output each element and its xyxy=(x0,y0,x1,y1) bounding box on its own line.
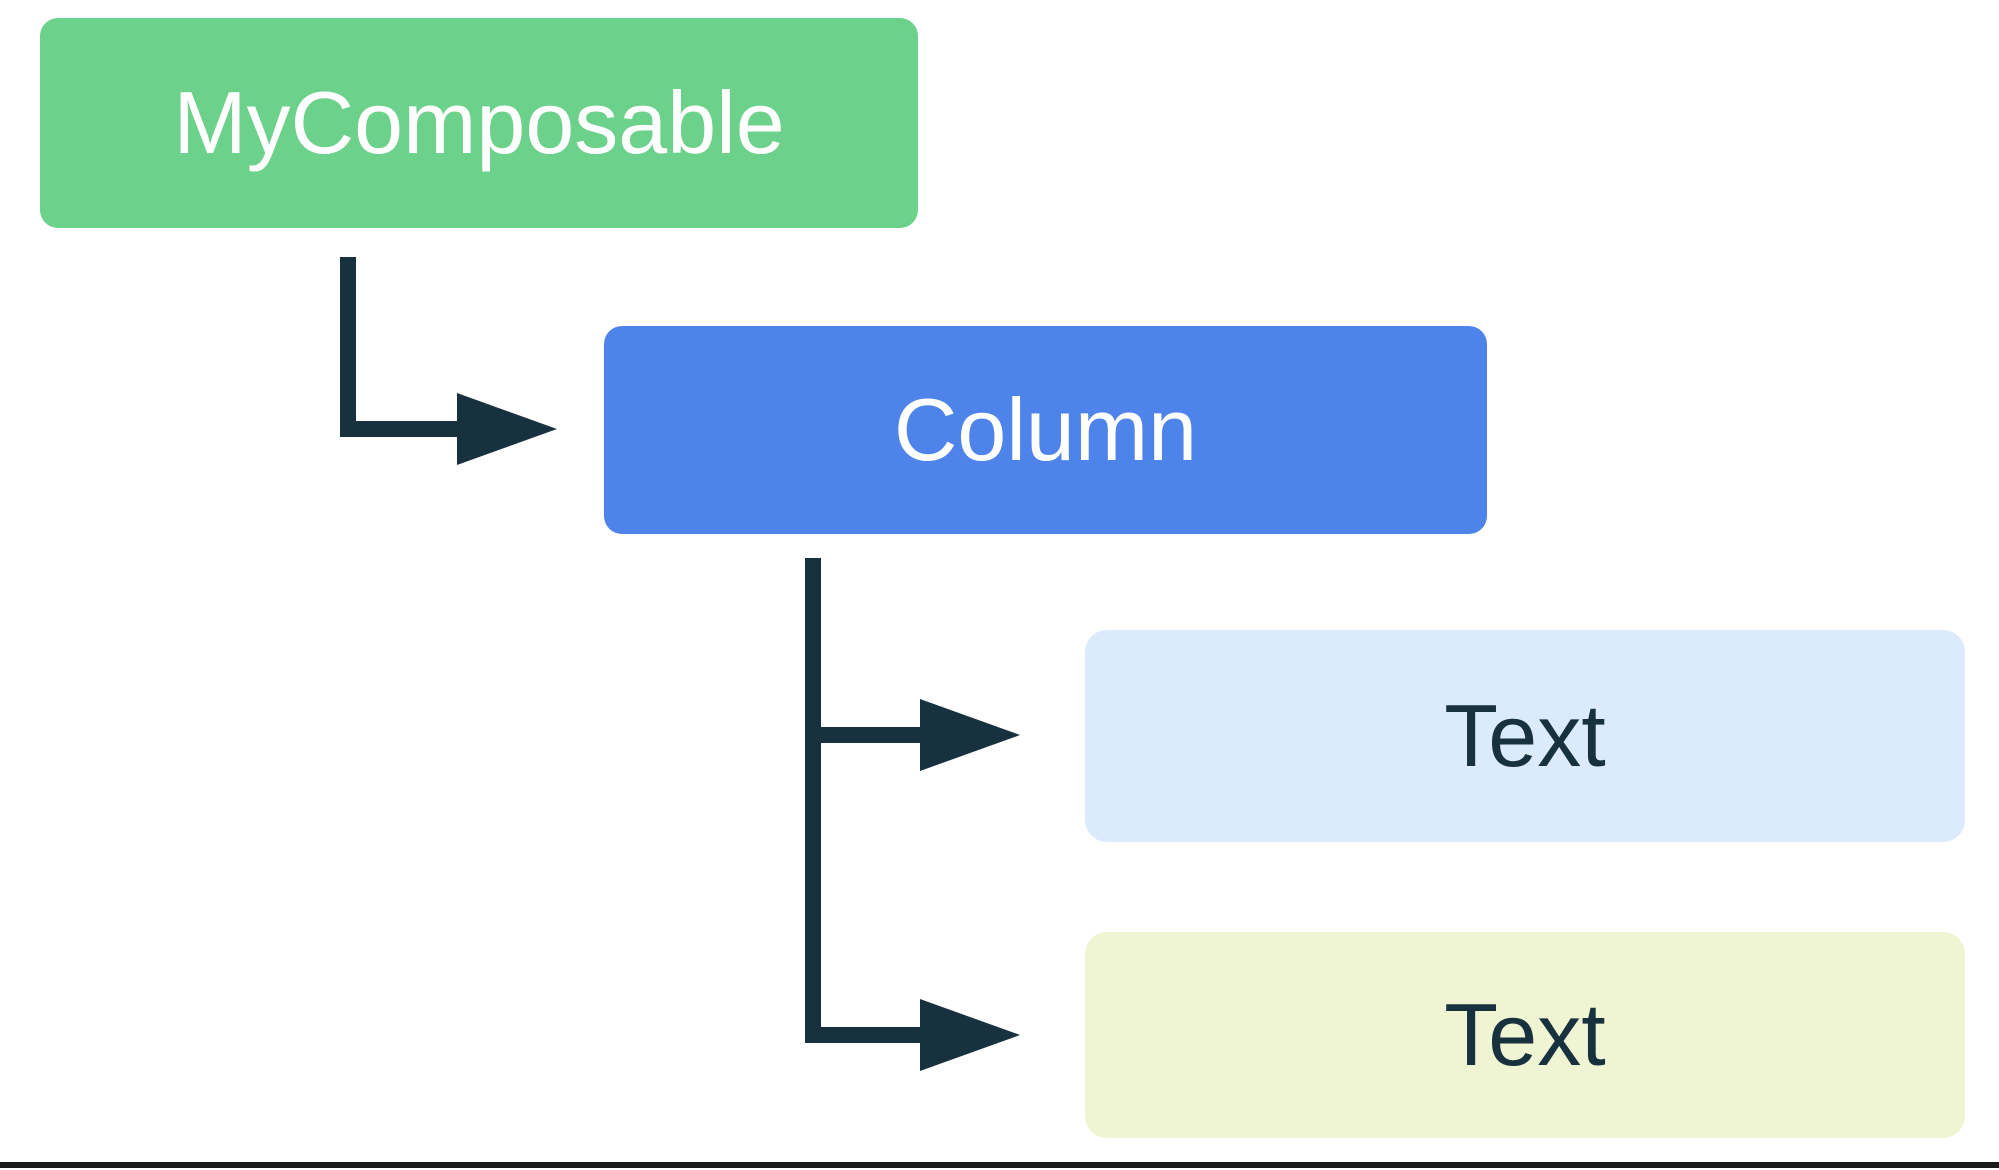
arrow-horizontal-line-top xyxy=(805,727,928,743)
bottom-divider xyxy=(0,1162,1999,1168)
arrow-horizontal-line xyxy=(340,421,465,437)
arrow-mycomposable-to-column xyxy=(340,257,557,465)
arrow-vertical-line xyxy=(805,558,821,1043)
arrowhead-icon xyxy=(457,393,557,465)
node-text-2-label: Text xyxy=(1444,985,1606,1084)
node-mycomposable-label: MyComposable xyxy=(173,73,785,172)
node-column: Column xyxy=(604,326,1487,534)
node-text-2: Text xyxy=(1085,932,1965,1138)
arrowhead-icon xyxy=(920,999,1020,1071)
node-mycomposable: MyComposable xyxy=(40,18,918,228)
arrowhead-icon xyxy=(920,699,1020,771)
node-text-1-label: Text xyxy=(1444,686,1606,785)
arrow-column-to-children xyxy=(805,558,1020,1071)
node-text-1: Text xyxy=(1085,630,1965,842)
arrow-vertical-line xyxy=(340,257,356,437)
node-column-label: Column xyxy=(893,380,1198,479)
arrow-horizontal-line-bottom xyxy=(805,1027,928,1043)
